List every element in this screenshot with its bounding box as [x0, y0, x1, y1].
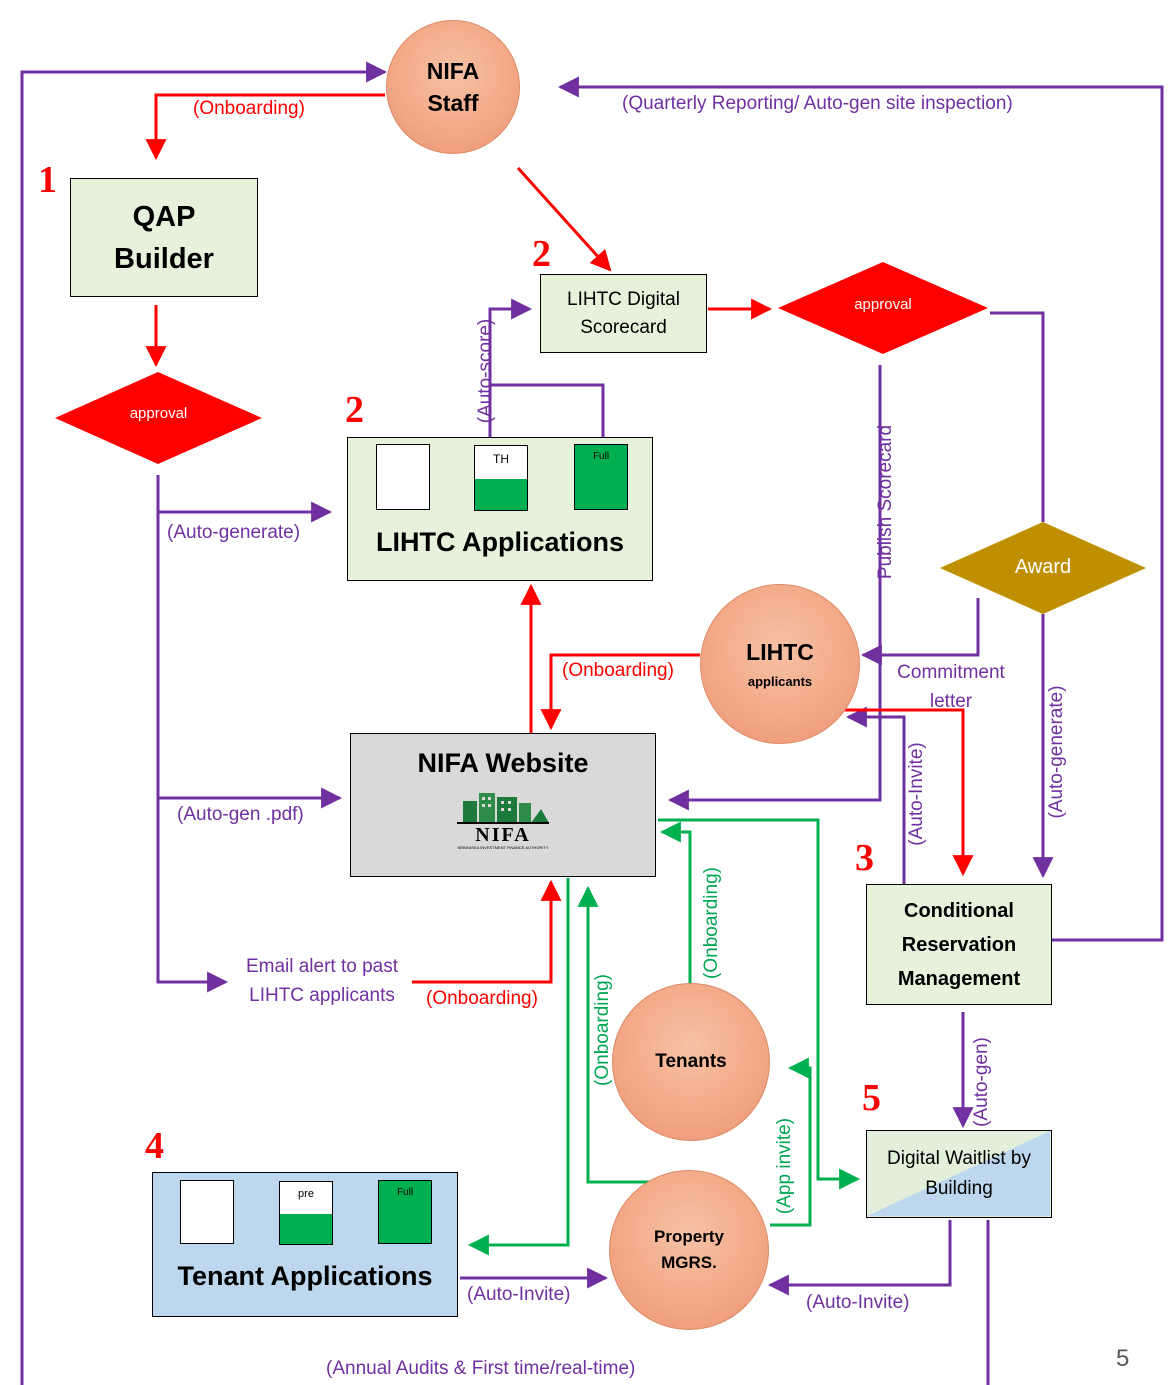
publish-scorecard-label: Publish Scorecard [875, 424, 896, 580]
conditional-reservation-label: Conditional Reservation Management [897, 899, 1021, 990]
approval-right-diamond [778, 262, 988, 354]
app-invite-label: (App invite) [774, 1117, 795, 1215]
step-number-2-scorecard: 2 [532, 233, 551, 275]
tenant-full-document-icon: Full [378, 1180, 432, 1244]
qap-builder-label: QAP Builder [114, 200, 214, 275]
approval-left-diamond [55, 372, 262, 464]
step-number-4: 4 [145, 1125, 164, 1167]
quarterly-reporting-label: (Quarterly Reporting/ Auto-gen site insp… [622, 93, 1013, 114]
onboarding-applicants-label: (Onboarding) [562, 660, 674, 681]
auto-invite-waitlist-label: (Auto-Invite) [806, 1292, 910, 1313]
property-mgrs-label: Property MGRS. [654, 1227, 724, 1272]
scorecard-node[interactable]: LIHTC Digital Scorecard [540, 274, 707, 353]
lihtc-full-document-icon: Full [574, 444, 628, 510]
lihtc-applicants-title: LIHTC [746, 639, 814, 665]
award-label: Award [1014, 556, 1072, 578]
step-number-2-applications: 2 [345, 389, 364, 431]
qap-builder-node[interactable]: QAP Builder [70, 178, 258, 297]
property-mgrs-node[interactable]: Property MGRS. [609, 1170, 769, 1330]
nifa-staff-node[interactable]: NIFA Staff [386, 20, 520, 154]
auto-score-label: (Auto-score) [475, 318, 496, 424]
tenant-pre-document-icon: pre [279, 1181, 333, 1245]
tenants-node[interactable]: Tenants [612, 983, 770, 1141]
auto-gen-label: (Auto-gen) [971, 1037, 992, 1127]
lihtc-applicants-sub: applicants [747, 674, 813, 689]
tenants-label: Tenants [655, 1051, 727, 1072]
commitment-letter-label: Commitment letter [897, 662, 1005, 712]
onboarding-email-label: (Onboarding) [426, 988, 538, 1009]
auto-generate-right-label: (Auto-generate) [1046, 685, 1067, 819]
nifa-staff-label: NIFA Staff [426, 58, 480, 116]
nifa-logo: NIFA NEBRASKA INVESTMENT FINANCE AUTHORI… [457, 789, 549, 853]
lihtc-th-label: TH [493, 452, 509, 466]
nifa-buildings-icon [463, 793, 549, 823]
nifa-website-label: NIFA Website [417, 748, 589, 778]
lihtc-applications-label: LIHTC Applications [376, 527, 624, 557]
nifa-website-node[interactable]: NIFA Website NIFA NEBRASKA INVESTMENT FI… [350, 733, 656, 877]
lihtc-blank-document-icon [376, 444, 430, 510]
tenant-blank-document-icon [180, 1180, 234, 1244]
auto-generate-left-label: (Auto-generate) [167, 522, 301, 543]
digital-waitlist-label: Digital Waitlist by Building [887, 1148, 1031, 1199]
step-number-1: 1 [38, 159, 57, 201]
tenant-applications-label: Tenant Applications [177, 1261, 433, 1291]
annual-audits-label: (Annual Audits & First time/real-time) [326, 1358, 636, 1379]
onboarding-staff-label: (Onboarding) [193, 98, 305, 119]
tenant-pre-fill [280, 1214, 332, 1244]
conditional-reservation-node[interactable]: Conditional Reservation Management [866, 884, 1052, 1005]
auto-invite-tenant-label: (Auto-Invite) [467, 1284, 571, 1305]
auto-gen-pdf-label: (Auto-gen .pdf) [177, 804, 304, 825]
approval-right-label: approval [854, 296, 912, 313]
nifa-logo-sub: NEBRASKA INVESTMENT FINANCE AUTHORITY [457, 845, 549, 850]
lihtc-th-fill [475, 479, 527, 510]
onboarding-tenants-label: (Onboarding) [701, 867, 722, 979]
lihtc-full-label: Full [592, 451, 610, 462]
tenant-full-label: Full [396, 1187, 414, 1198]
tenant-pre-label: pre [298, 1188, 314, 1200]
step-number-3: 3 [855, 837, 874, 879]
waitlist-split-shading [867, 1131, 1050, 1216]
step-number-5: 5 [862, 1077, 881, 1119]
award-diamond [940, 522, 1146, 614]
scorecard-label: LIHTC Digital Scorecard [567, 288, 680, 338]
auto-invite-cr-label: (Auto-Invite) [906, 742, 927, 846]
lihtc-th-document-icon: TH [474, 445, 528, 511]
page-number: 5 [1116, 1345, 1130, 1372]
nifa-logo-text: NIFA [457, 822, 549, 846]
digital-waitlist-node[interactable]: Digital Waitlist by Building [866, 1130, 1052, 1218]
onboarding-pm-label: (Onboarding) [592, 974, 613, 1086]
email-alert-node: Email alert to past LIHTC applicants [245, 956, 399, 1006]
lihtc-applicants-node[interactable]: LIHTC applicants [700, 584, 860, 744]
approval-left-label: approval [129, 405, 188, 422]
